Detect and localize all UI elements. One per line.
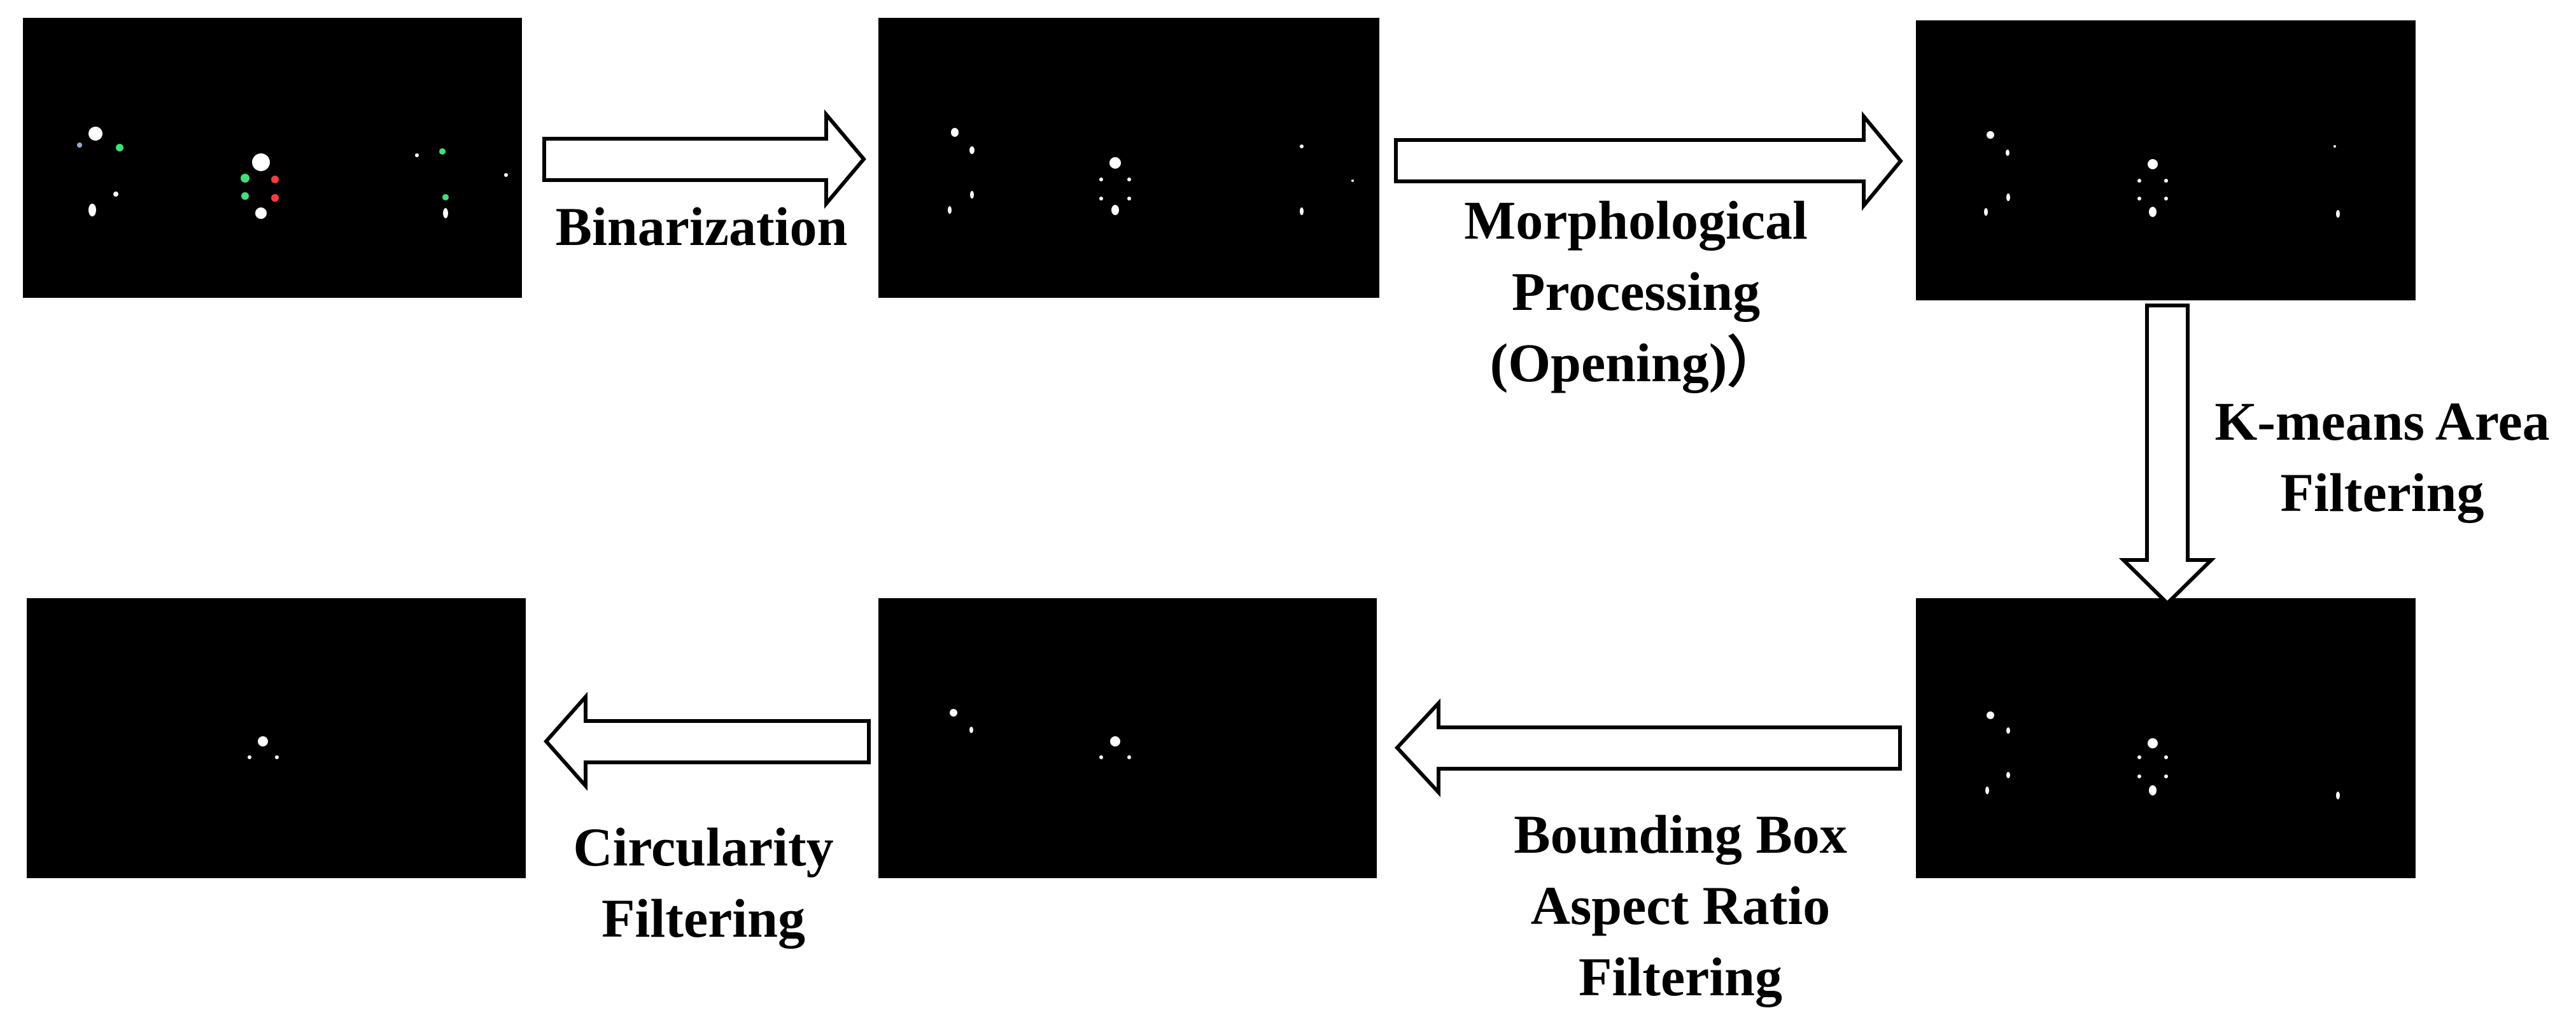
circularity-image-panel	[27, 598, 526, 878]
original-image-panel	[23, 18, 522, 298]
morphological-image-panel	[1916, 20, 2416, 300]
arrow-morphological	[1394, 111, 1903, 211]
label-bbox-line1: Bounding Box	[1514, 804, 1847, 865]
bbox-image-panel	[878, 598, 1377, 878]
label-morphological-line1: Morphological	[1464, 190, 1808, 251]
label-kmeans: K-means Area Filtering	[2190, 386, 2575, 528]
label-morphological: Morphological Processing (Opening)）	[1426, 185, 1846, 398]
label-morphological-line3: (Opening)）	[1489, 332, 1782, 393]
arrow-binarization	[542, 109, 866, 209]
original-spots	[77, 127, 508, 219]
arrow-circularity	[543, 692, 871, 791]
label-bbox-line2: Aspect Ratio	[1530, 875, 1831, 936]
binarized-spots	[948, 128, 1354, 215]
kmeans-spots	[1985, 711, 2340, 799]
label-kmeans-line1: K-means Area	[2214, 391, 2550, 452]
label-circularity: Circularity Filtering	[528, 811, 878, 954]
label-bbox: Bounding Box Aspect Ratio Filtering	[1464, 799, 1897, 1012]
arrow-kmeans	[2118, 304, 2216, 606]
label-circularity-line1: Circularity	[573, 816, 834, 878]
label-bbox-line3: Filtering	[1578, 946, 1783, 1007]
label-binarization: Binarization	[555, 196, 848, 257]
morphological-spots	[1984, 131, 2340, 218]
label-kmeans-line2: Filtering	[2280, 462, 2484, 523]
label-circularity-line2: Filtering	[601, 888, 806, 949]
bbox-spots	[950, 709, 1131, 759]
label-morphological-line2: Processing	[1511, 261, 1761, 322]
binarized-image-panel	[878, 18, 1379, 298]
arrow-bbox	[1394, 698, 1902, 797]
kmeans-image-panel	[1916, 598, 2416, 878]
circularity-spots	[248, 736, 279, 759]
